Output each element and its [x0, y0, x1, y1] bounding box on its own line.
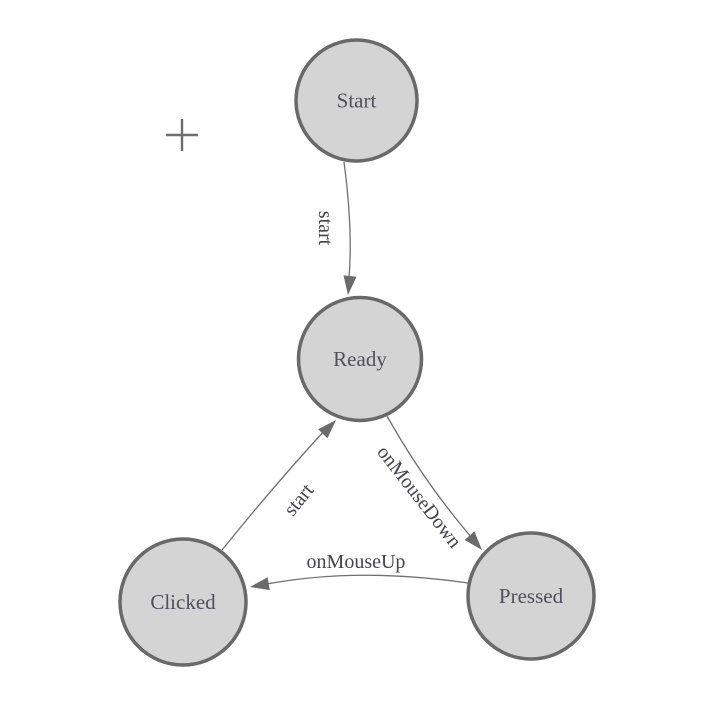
state-node-pressed-label: Pressed	[499, 584, 564, 608]
state-node-start[interactable]	[294, 38, 419, 163]
state-node-clicked-label: Clicked	[150, 590, 216, 614]
arrowhead-start-to-ready-icon	[343, 275, 357, 295]
state-node-ready-label: Ready	[333, 347, 387, 371]
transition-ready-to-pressed[interactable]	[386, 415, 473, 539]
arrowhead-pressed-to-clicked-icon	[250, 577, 270, 591]
transition-pressed-to-clicked[interactable]	[266, 574, 469, 585]
edge-label-ready-to-pressed: onMouseDown	[372, 442, 465, 553]
edge-label-clicked-to-ready: start	[280, 479, 319, 520]
transition-clicked-to-ready[interactable]	[221, 428, 327, 551]
state-node-start-label: Start	[337, 89, 377, 113]
state-node-clicked[interactable]	[118, 537, 248, 667]
state-node-pressed[interactable]	[466, 531, 596, 661]
edge-label-start-to-ready: start	[314, 211, 336, 246]
crosshair-icon	[166, 119, 198, 151]
arrowhead-clicked-to-ready-icon	[318, 420, 336, 439]
transition-start-to-ready[interactable]	[343, 161, 351, 279]
state-node-ready[interactable]	[296, 295, 424, 423]
arrowhead-ready-to-pressed-icon	[464, 531, 482, 550]
edge-label-pressed-to-clicked: onMouseUp	[307, 551, 406, 573]
